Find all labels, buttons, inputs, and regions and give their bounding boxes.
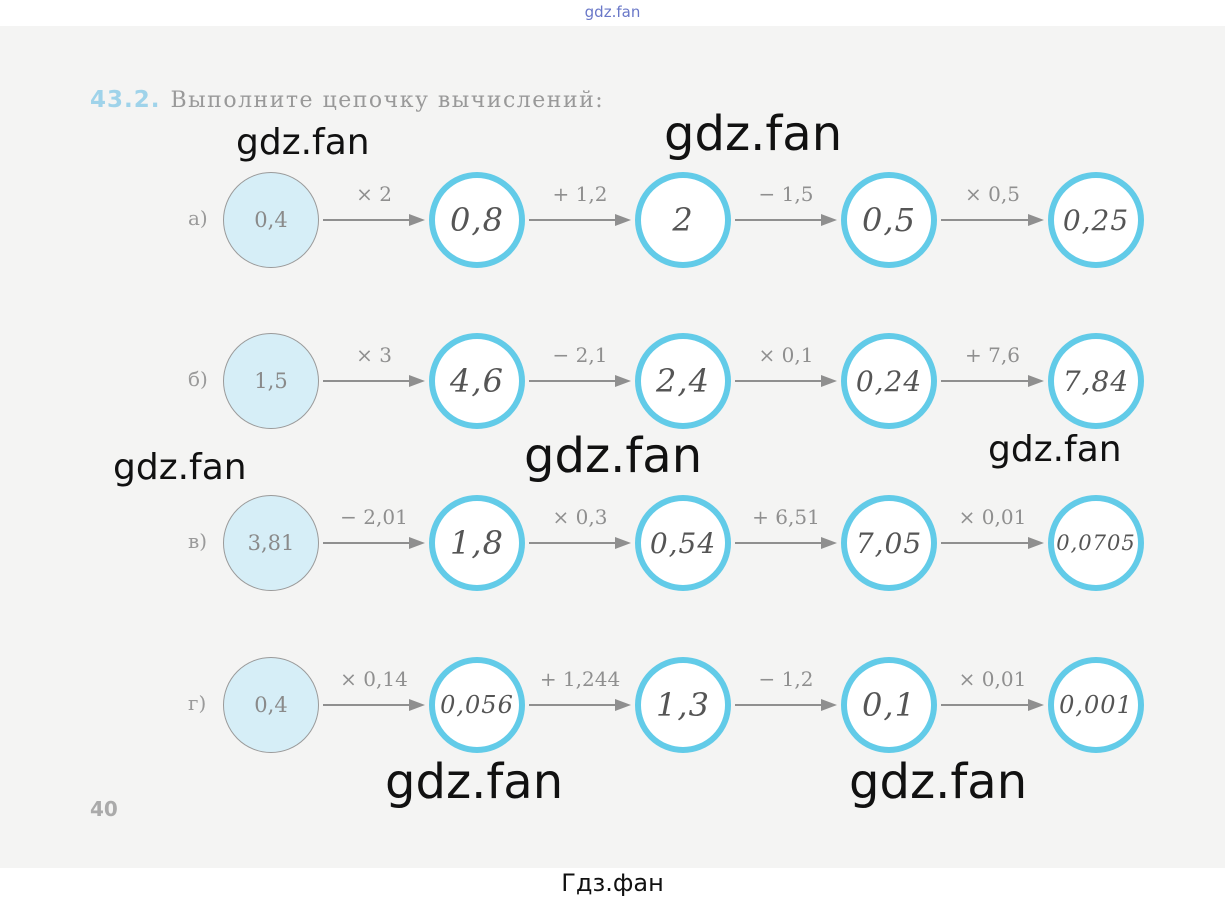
operation-label: × 0,14 bbox=[340, 667, 408, 691]
arrow-head-icon bbox=[409, 537, 425, 549]
answer-circle: 0,5 bbox=[841, 172, 937, 268]
arrow-line bbox=[529, 704, 617, 706]
arrow-line bbox=[735, 542, 823, 544]
arrow-head-icon bbox=[615, 375, 631, 387]
answer-circle: 2,4 bbox=[635, 333, 731, 429]
start-value-circle: 1,5 bbox=[223, 333, 319, 429]
answer-circle: 1,8 bbox=[429, 495, 525, 591]
arrow-line bbox=[529, 219, 617, 221]
task-number: 43.2. bbox=[90, 87, 161, 113]
answer-circle: 0,24 bbox=[841, 333, 937, 429]
operation-label: + 7,6 bbox=[965, 343, 1020, 367]
operation-label: × 2 bbox=[356, 182, 392, 206]
arrow-line bbox=[323, 704, 411, 706]
answer-circle: 0,1 bbox=[841, 657, 937, 753]
arrow-line bbox=[735, 380, 823, 382]
header-watermark: gdz.fan bbox=[584, 3, 641, 21]
arrow-line bbox=[941, 542, 1030, 544]
arrow-head-icon bbox=[409, 699, 425, 711]
task-instruction: Выполните цепочку вычислений: bbox=[170, 88, 605, 113]
operation-label: − 2,1 bbox=[552, 343, 608, 367]
operation-label: − 1,2 bbox=[758, 667, 814, 691]
operation-label: + 1,244 bbox=[539, 667, 621, 691]
arrow-line bbox=[323, 219, 411, 221]
start-value-circle: 0,4 bbox=[223, 657, 319, 753]
answer-circle: 7,05 bbox=[841, 495, 937, 591]
arrow-head-icon bbox=[821, 699, 837, 711]
answer-circle: 0,056 bbox=[429, 657, 525, 753]
answer-circle: 0,0705 bbox=[1048, 495, 1144, 591]
operation-label: − 1,5 bbox=[758, 182, 814, 206]
row-label: г) bbox=[188, 691, 207, 715]
answer-circle: 2 bbox=[635, 172, 731, 268]
arrow-head-icon bbox=[821, 214, 837, 226]
watermark: gdz.fan bbox=[385, 754, 564, 810]
answer-circle: 0,25 bbox=[1048, 172, 1144, 268]
start-value-circle: 0,4 bbox=[223, 172, 319, 268]
arrow-head-icon bbox=[615, 699, 631, 711]
arrow-line bbox=[735, 219, 823, 221]
watermark: gdz.fan bbox=[113, 447, 247, 488]
operation-label: × 0,1 bbox=[758, 343, 814, 367]
arrow-line bbox=[529, 380, 617, 382]
operation-label: × 0,5 bbox=[965, 182, 1020, 206]
arrow-line bbox=[735, 704, 823, 706]
operation-label: + 6,51 bbox=[752, 505, 820, 529]
row-label: а) bbox=[188, 206, 208, 230]
arrow-head-icon bbox=[1028, 214, 1044, 226]
arrow-line bbox=[941, 380, 1030, 382]
start-value-circle: 3,81 bbox=[223, 495, 319, 591]
task-header: 43.2. Выполните цепочку вычислений: bbox=[90, 87, 604, 113]
operation-label: + 1,2 bbox=[552, 182, 608, 206]
answer-circle: 4,6 bbox=[429, 333, 525, 429]
arrow-head-icon bbox=[409, 375, 425, 387]
arrow-head-icon bbox=[821, 375, 837, 387]
arrow-line bbox=[941, 219, 1030, 221]
answer-circle: 0,54 bbox=[635, 495, 731, 591]
watermark: gdz.fan bbox=[664, 106, 843, 162]
answer-circle: 0,8 bbox=[429, 172, 525, 268]
arrow-line bbox=[323, 542, 411, 544]
watermark: gdz.fan bbox=[236, 122, 370, 163]
arrow-head-icon bbox=[615, 214, 631, 226]
watermark: gdz.fan bbox=[524, 428, 703, 484]
arrow-head-icon bbox=[1028, 537, 1044, 549]
arrow-head-icon bbox=[821, 537, 837, 549]
operation-label: − 2,01 bbox=[340, 505, 408, 529]
page-number: 40 bbox=[90, 797, 118, 821]
footer-text: Гдз.фан bbox=[561, 869, 664, 897]
arrow-line bbox=[323, 380, 411, 382]
arrow-line bbox=[941, 704, 1030, 706]
row-label: в) bbox=[188, 529, 208, 553]
answer-circle: 1,3 bbox=[635, 657, 731, 753]
arrow-line bbox=[529, 542, 617, 544]
operation-label: × 0,3 bbox=[552, 505, 608, 529]
arrow-head-icon bbox=[409, 214, 425, 226]
watermark: gdz.fan bbox=[849, 754, 1028, 810]
operation-label: × 0,01 bbox=[958, 505, 1027, 529]
answer-circle: 0,001 bbox=[1048, 657, 1144, 753]
operation-label: × 0,01 bbox=[958, 667, 1027, 691]
arrow-head-icon bbox=[1028, 699, 1044, 711]
arrow-head-icon bbox=[1028, 375, 1044, 387]
textbook-page bbox=[0, 26, 1225, 868]
answer-circle: 7,84 bbox=[1048, 333, 1144, 429]
arrow-head-icon bbox=[615, 537, 631, 549]
operation-label: × 3 bbox=[356, 343, 392, 367]
row-label: б) bbox=[188, 367, 208, 391]
watermark: gdz.fan bbox=[988, 429, 1122, 470]
